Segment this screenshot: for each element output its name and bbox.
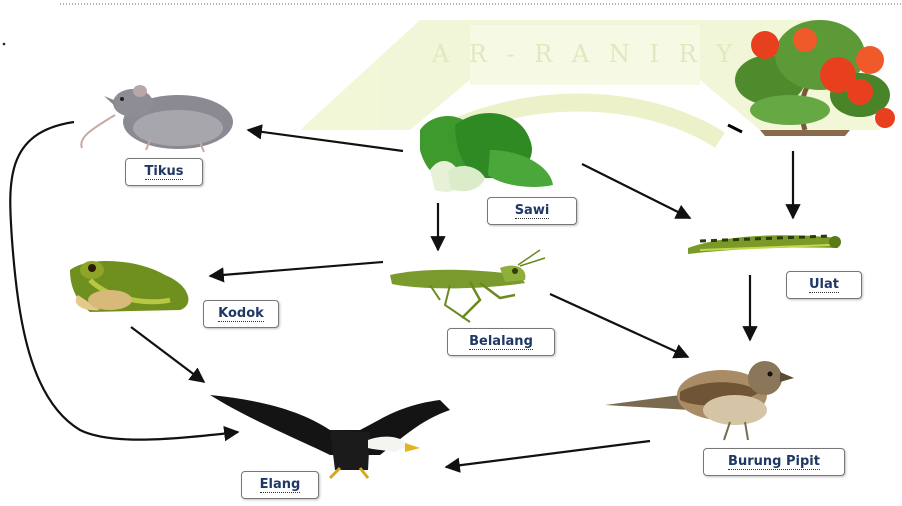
bok-choy-icon [420, 113, 553, 192]
label-sawi: Sawi [487, 197, 577, 225]
eagle-icon [210, 395, 450, 478]
frog-icon [70, 261, 188, 312]
watermark-text: A R - R A N I R Y [431, 40, 738, 68]
label-kodok: Kodok [203, 300, 279, 328]
label-tikus-text: Tikus [145, 164, 184, 180]
caterpillar-icon [688, 235, 841, 254]
label-burung-pipit: Burung Pipit [703, 448, 845, 476]
label-kodok-text: Kodok [218, 306, 264, 322]
label-burung-pipit-text: Burung Pipit [728, 454, 820, 470]
arrow-sawi-to-ulat [582, 164, 690, 218]
rat-icon [81, 85, 233, 152]
arrow-belalang-to-kodok [210, 262, 383, 276]
stray-dot [3, 43, 6, 46]
label-ulat-text: Ulat [809, 277, 839, 293]
sparrow-icon [605, 361, 794, 440]
label-belalang: Belalang [447, 328, 555, 356]
arrow-belalang-to-burung [550, 294, 688, 357]
label-ulat: Ulat [786, 271, 862, 299]
label-sawi-text: Sawi [515, 203, 550, 219]
arrow-burung-to-elang [446, 441, 650, 467]
label-elang: Elang [241, 471, 319, 499]
arrow-kodok-to-elang [131, 327, 204, 382]
label-elang-text: Elang [260, 477, 301, 493]
arrow-sawi-to-tikus [248, 130, 403, 151]
grasshopper-icon [390, 250, 545, 322]
label-tikus: Tikus [125, 158, 203, 186]
label-belalang-text: Belalang [469, 334, 533, 350]
